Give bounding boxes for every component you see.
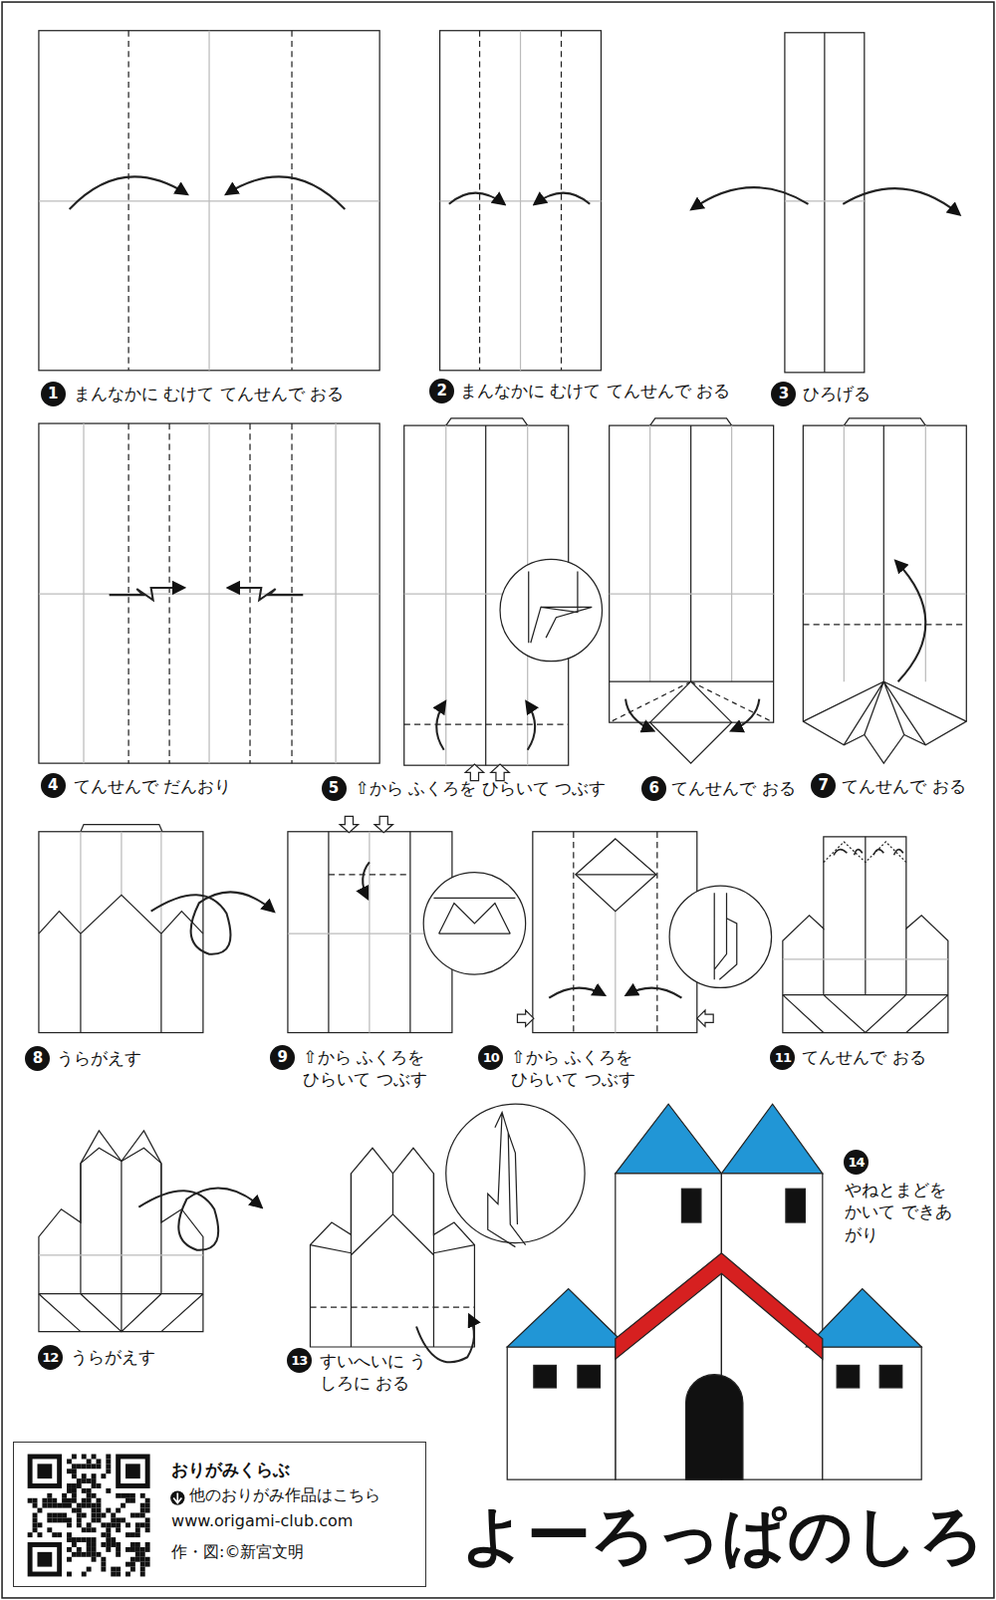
- credit-text: www.origami-club.com: [171, 1510, 353, 1532]
- step-number: 3: [770, 381, 796, 407]
- step-number: 14: [843, 1149, 869, 1175]
- step-instruction: てんせんで おる: [801, 1045, 926, 1068]
- step-number: 11: [769, 1044, 795, 1070]
- step-number: 7: [810, 772, 836, 798]
- step-instruction: てんせんで だんおり: [73, 774, 232, 797]
- step-instruction: てんせんで おる: [841, 774, 966, 797]
- step-instruction: まんなかに むけて てんせんで おる: [73, 382, 344, 405]
- step-number: 13: [286, 1347, 312, 1373]
- step-instruction: うらがえす: [56, 1046, 142, 1069]
- credit-box: おりがみくらぶ他のおりがみ作品はこちら www.origami-club.com 作…: [12, 1441, 427, 1588]
- credit-text: 他のおりがみ作品はこちら: [189, 1485, 381, 1506]
- step-number: 8: [24, 1045, 50, 1071]
- step-number: 2: [429, 378, 455, 404]
- step-instruction: すいへいに うしろに おる: [319, 1349, 441, 1394]
- step-number: 6: [641, 775, 667, 801]
- step-number: 5: [321, 775, 347, 801]
- step-instruction: てんせんで おる: [671, 776, 795, 799]
- step-instruction: うらがえす: [70, 1345, 156, 1368]
- step-number: 10: [478, 1044, 503, 1070]
- step-instruction: ひろげる: [802, 382, 871, 405]
- credit-text: 作・図:©新宮文明: [171, 1541, 304, 1563]
- step-number: 9: [269, 1044, 295, 1070]
- step-instruction: まんなかに むけて てんせんで おる: [460, 379, 731, 402]
- step-number: 4: [40, 772, 66, 798]
- step-instruction: ⇧から ふくろを ひらいて つぶす: [355, 776, 606, 799]
- step-instruction: ⇧から ふくろを ひらいて つぶす: [302, 1045, 442, 1090]
- step-number: 12: [37, 1344, 63, 1370]
- step-number: 1: [40, 381, 66, 407]
- step-instruction: ⇧から ふくろを ひらいて つぶす: [510, 1045, 650, 1090]
- site-name: おりがみくらぶ: [171, 1458, 290, 1481]
- step-instruction: やねとまどを かいて できあがり: [844, 1178, 958, 1245]
- diagram-title: よーろっぱのしろ: [461, 1499, 986, 1570]
